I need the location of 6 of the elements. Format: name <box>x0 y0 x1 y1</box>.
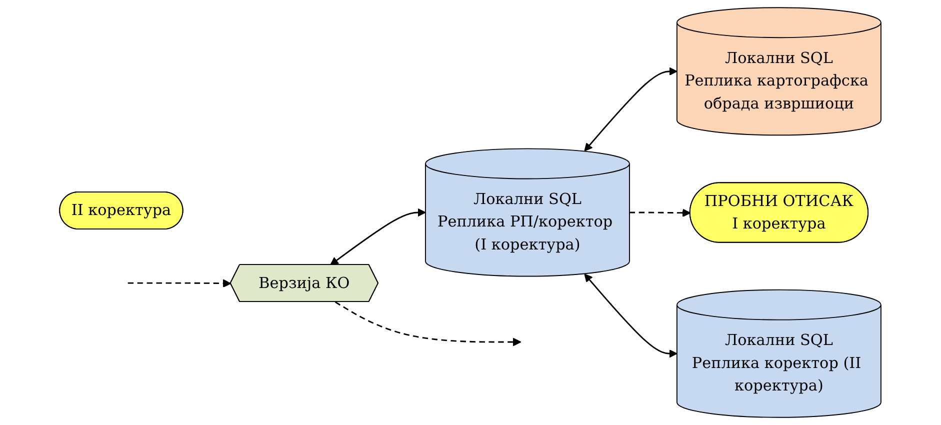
arrow <box>630 208 691 218</box>
arrow <box>128 279 232 288</box>
arrow <box>584 67 678 152</box>
arrow <box>335 301 522 346</box>
arrow <box>330 208 426 266</box>
arrow <box>584 274 678 358</box>
